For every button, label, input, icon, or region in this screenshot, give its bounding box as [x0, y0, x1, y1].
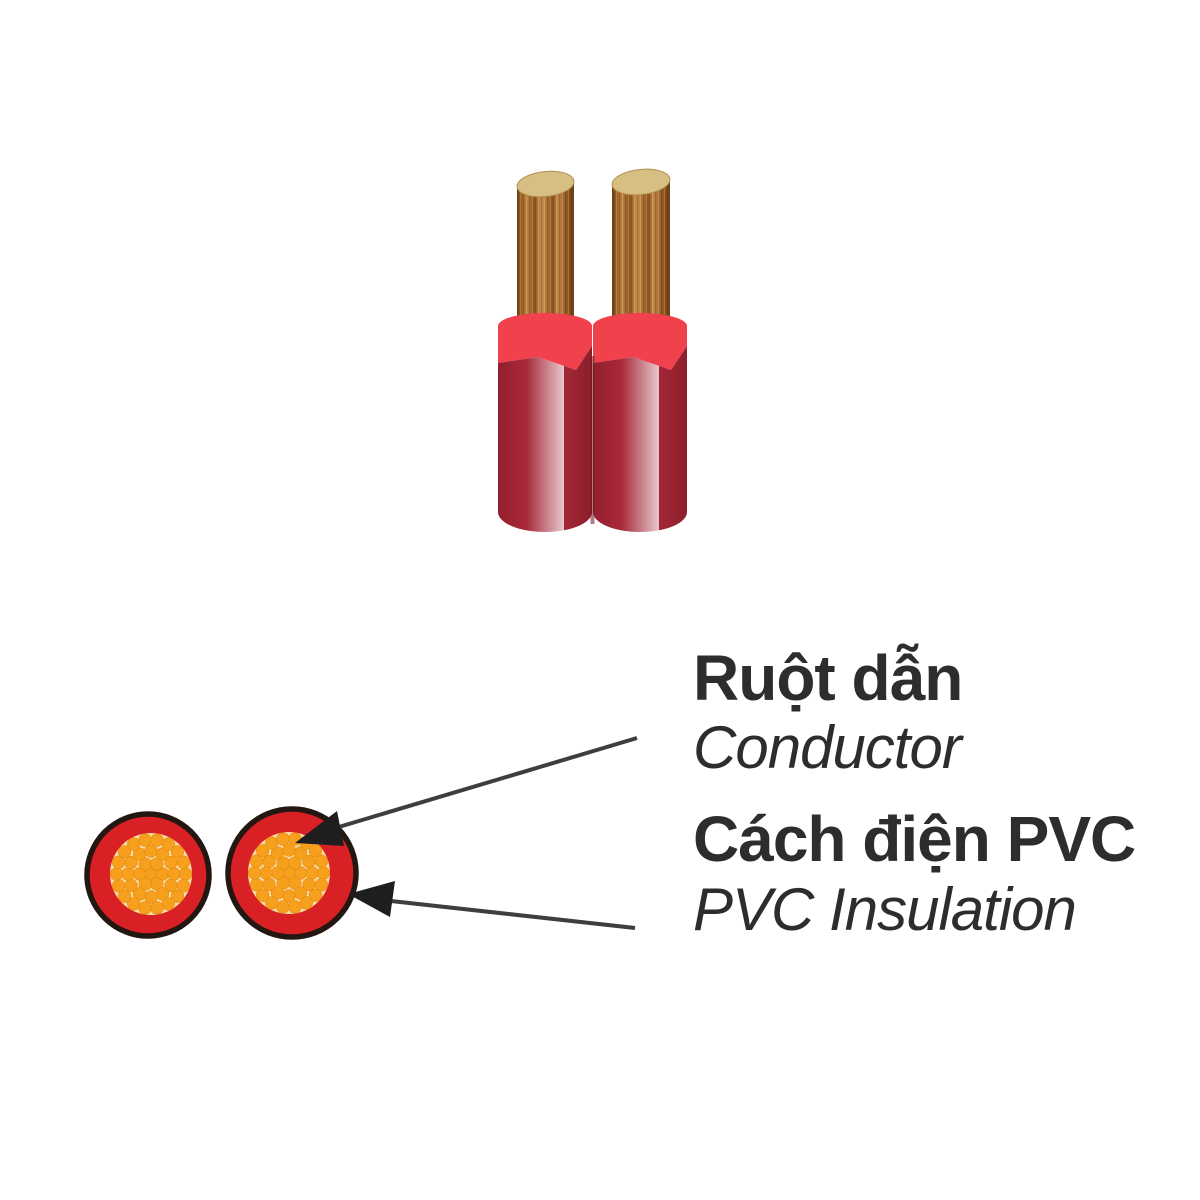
label-insulation-vi: Cách điện PVC [693, 803, 1136, 875]
cable-seam-shadow [590, 356, 595, 524]
label-conductor-en: Conductor [693, 714, 962, 781]
insulation-leader-line [381, 898, 636, 930]
conductor-arrowhead-icon [295, 811, 344, 846]
insulation-body-left [498, 346, 592, 532]
copper-cut-face-left [516, 170, 575, 198]
copper-cut-face-right [611, 168, 671, 196]
product-photo-cable [498, 168, 687, 532]
insulation-top-face-right [593, 313, 687, 370]
insulation-arrowhead-icon [348, 881, 395, 917]
cross-section-diagram [84, 736, 638, 940]
insulation-top-face-left [498, 313, 592, 370]
label-conductor-vi: Ruột dẫn [693, 642, 963, 714]
insulation-body-right [593, 346, 687, 532]
label-insulation-en: PVC Insulation [693, 876, 1077, 943]
conductor-leader-line [321, 736, 638, 834]
